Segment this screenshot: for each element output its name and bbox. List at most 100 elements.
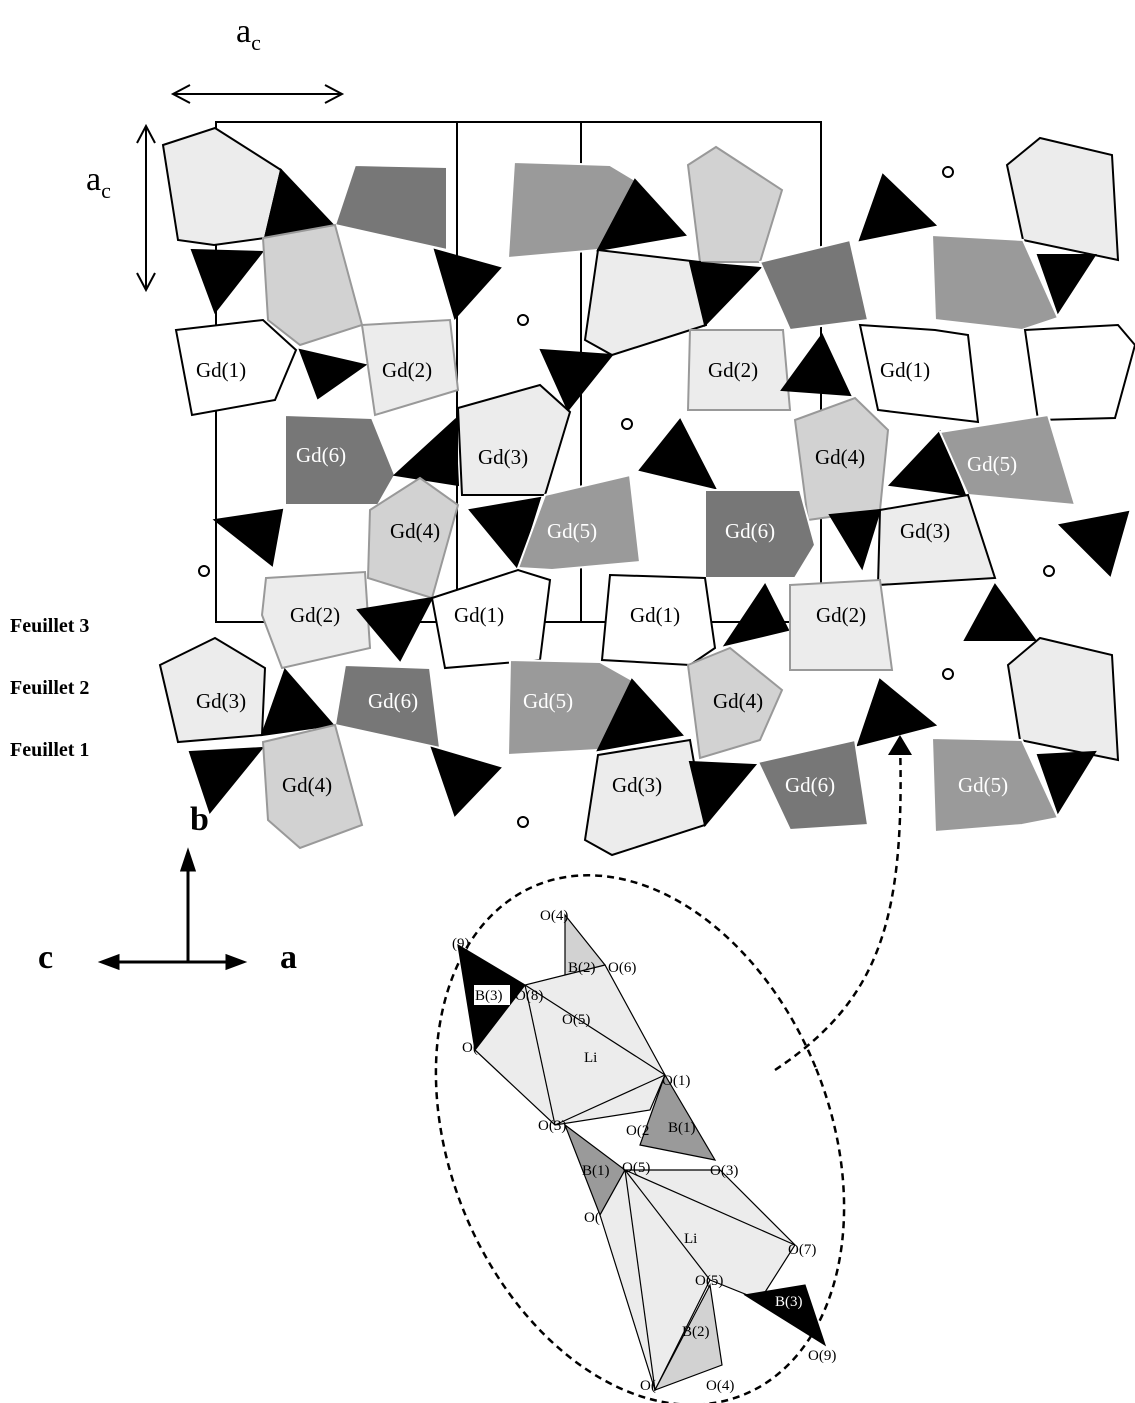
gd-label: Gd(2) [290,603,340,627]
atom-label: (9) [452,936,470,952]
bo3-triangle [1036,750,1097,815]
gd-polyhedron [793,396,890,522]
gd-polyhedron [1023,323,1135,422]
bo3-triangle [596,178,687,252]
gd-polyhedron [583,738,707,857]
ac-left-label: ac [86,161,111,203]
gd-labels: Gd(1) Gd(2) Gd(2) Gd(1) Gd(6) Gd(3) Gd(4… [196,358,1017,797]
gd-polyhedron [360,318,460,417]
atom-label: O(7) [788,1242,816,1258]
gd-polyhedron [260,570,372,670]
gd-polyhedron [161,126,283,247]
atom-label: B(1) [668,1120,696,1136]
ac-vertical-arrow [136,123,156,293]
b-axis-label: b [190,801,209,838]
bo3-triangle [858,173,938,242]
gd-polyhedron [704,489,817,579]
gd-label: Gd(1) [880,358,930,382]
ac-top-label: ac [236,13,261,55]
polyhedra-layer [158,126,1135,857]
gd-polyhedron [789,578,894,671]
gd-label: Gd(4) [282,773,332,797]
gd-polyhedron [758,238,870,332]
bo3-triangle [212,508,284,567]
gd-label: Gd(2) [708,358,758,382]
bo3-triangle [1036,254,1097,315]
gd-label: Gd(6) [785,773,835,797]
bo3-triangle [688,260,763,328]
gd-label: Gd(6) [725,519,775,543]
atom-label: B(1) [582,1163,610,1179]
gd-polyhedron [938,413,1077,507]
gd-polyhedron [261,723,364,850]
atom-label: B(3) [475,988,503,1004]
inset-ellipse [434,874,846,1403]
bo3-triangle [298,348,368,400]
atom-label: B(2) [682,1324,710,1340]
atom-label: O(3) [710,1163,738,1179]
gd-polyhedron [876,493,997,587]
bo3-triangle [722,583,790,647]
bo3-triangle [539,348,614,412]
a-axis-label: a [280,939,297,976]
atom-label: O(5) [562,1012,590,1028]
gd-polyhedron [333,163,448,252]
gd-polyhedron [333,663,442,750]
inset-labels: O(4) (9) B(3) O(8) B(2) O(6) O(5) O( Li … [452,908,836,1394]
atom-label: O(5) [695,1273,723,1289]
gd-label: Gd(6) [368,689,418,713]
gd-label: Gd(5) [523,689,573,713]
gd-polyhedron [430,568,552,670]
atom-label: O( [640,1378,656,1394]
b1-triangle [639,1073,717,1161]
gd-polyhedron [858,323,980,424]
gd-polyhedron [930,233,1060,332]
atom-label: O(4) [706,1378,734,1394]
bo3-triangle [1057,510,1130,577]
ac-horizontal-arrow [170,84,345,104]
gd-polyhedron [158,636,267,744]
sheet-3-label: Feuillet 3 [10,615,89,637]
atom-label: O(5) [622,1160,650,1176]
gd-label: Gd(4) [713,689,763,713]
inset-polyhedra [457,913,827,1392]
sheet-2-label: Feuillet 2 [10,677,89,699]
gd-label: Gd(3) [478,445,528,469]
b2-triangle [653,1283,723,1392]
bo3-triangle [430,746,502,817]
gd-polyhedron [366,476,460,600]
atom-label: B(3) [775,1294,803,1310]
atom-label: O(2 [626,1123,649,1139]
axes-indicator [97,847,248,971]
gd-polyhedron [261,223,364,347]
bo3-triangle [856,678,938,747]
atom-label: O(3) [538,1118,566,1134]
atom-label: B(2) [568,960,596,976]
bo3-triangle [828,508,882,571]
gd-polyhedron [686,329,792,411]
gd-label: Gd(1) [454,603,504,627]
gd-polyhedron [583,248,708,357]
sheet-1-label: Feuillet 1 [10,739,89,761]
bo3-triangle [260,668,335,737]
atom-label: Li [684,1231,697,1247]
gd-polyhedron [686,646,784,760]
atom-label: Li [584,1050,597,1066]
gd-polyhedron [174,318,298,417]
bo3-triangle [468,496,542,571]
bo3-triangle [190,248,265,315]
gd-label: Gd(4) [390,519,440,543]
gd-polyhedron [600,573,717,667]
atom-label: O(9) [808,1348,836,1364]
bo3-triangle [433,248,502,320]
c-axis-label: c [38,939,53,976]
ring-markers [198,166,1055,828]
bo3-triangle [780,333,852,397]
bo3-triangle [963,583,1037,641]
bo3-triangle [392,417,460,487]
gd-polyhedron [686,145,784,263]
gd-polyhedron [1005,136,1120,262]
gd-label: Gd(3) [900,519,950,543]
atom-label: O(6) [608,960,636,976]
gd-label: Gd(1) [196,358,246,382]
